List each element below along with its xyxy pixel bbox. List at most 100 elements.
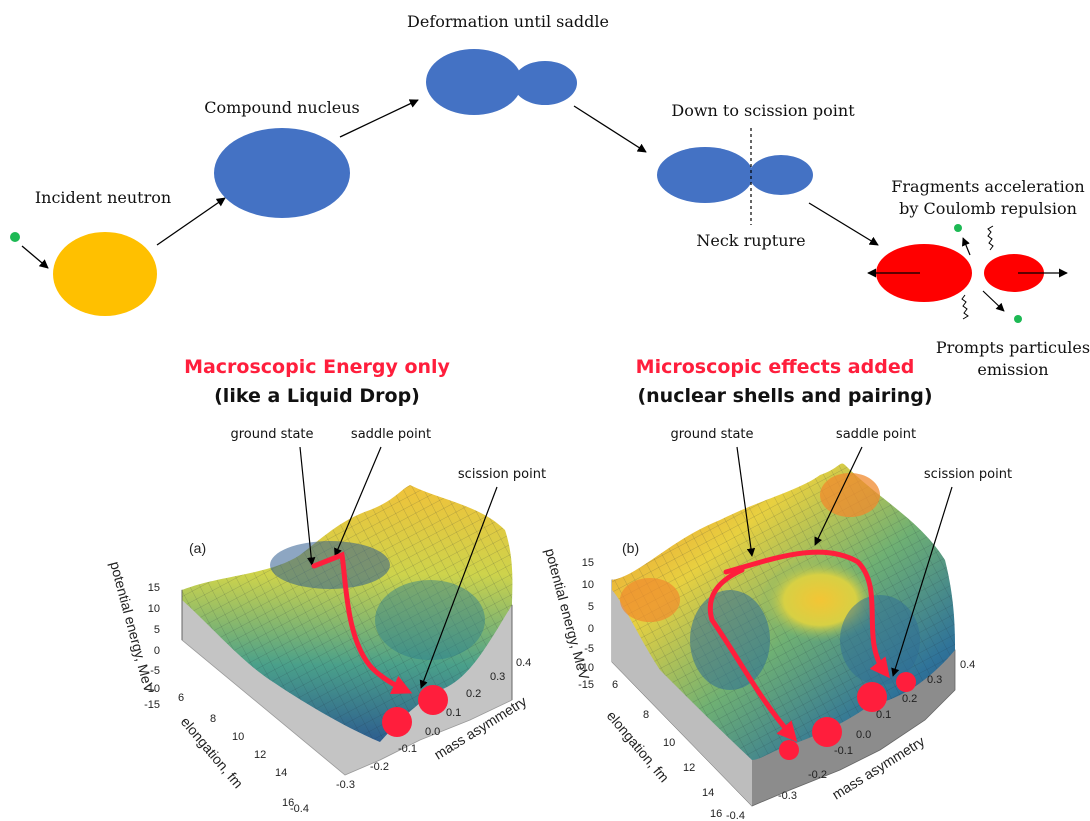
scission-shape-large bbox=[657, 147, 753, 203]
z-tick: 5 bbox=[588, 601, 594, 613]
panel-a-scission-point-label: scission point bbox=[458, 467, 546, 482]
panel-b-x-ticks: 6 8 10 12 14 16 bbox=[612, 679, 722, 820]
z-tick: 0 bbox=[588, 623, 594, 635]
panel-a-ground-state-arrow bbox=[299, 446, 316, 566]
heavy-fragment bbox=[876, 244, 972, 302]
panel-b-saddle-point-label: saddle point bbox=[836, 427, 916, 442]
saddle-shape-small bbox=[513, 61, 577, 105]
panel-a-x-axis-label: elongation, fm bbox=[178, 714, 247, 792]
z-tick: 15 bbox=[582, 557, 594, 569]
y-tick: 0.3 bbox=[927, 674, 942, 686]
emitted-neutron-2 bbox=[1014, 315, 1022, 323]
y-tick: 0.4 bbox=[516, 657, 531, 669]
panel-b-y-ticks: 0.4 0.3 0.2 0.1 0.0 -0.1 -0.2 -0.3 -0.4 bbox=[726, 659, 975, 821]
panel-b-title: Microscopic effects added bbox=[636, 356, 915, 378]
panel-a-y-ticks: 0.4 0.3 0.2 0.1 0.0 -0.1 -0.2 -0.3 -0.4 bbox=[290, 657, 531, 815]
y-tick: 0.1 bbox=[446, 707, 461, 719]
panel-a-fragment-1 bbox=[418, 685, 448, 715]
neck-rupture-label: Neck rupture bbox=[696, 231, 805, 250]
x-tick: 10 bbox=[663, 737, 675, 749]
z-tick: -15 bbox=[578, 679, 594, 691]
x-tick: 8 bbox=[210, 713, 216, 725]
panel-b-label: (b) bbox=[622, 540, 639, 556]
z-tick: 10 bbox=[582, 579, 594, 591]
emission-arrow-2 bbox=[982, 290, 1005, 312]
saddle-shape-large bbox=[426, 49, 522, 115]
arrow-to-scission bbox=[573, 105, 647, 153]
y-tick: 0.2 bbox=[902, 693, 917, 705]
panel-b-scission-point-label: scission point bbox=[924, 467, 1012, 482]
deformation-label: Deformation until saddle bbox=[407, 12, 609, 31]
y-tick: -0.3 bbox=[336, 779, 355, 791]
panel-a-x-ticks: 6 8 10 12 14 16 bbox=[178, 692, 294, 809]
x-tick: 12 bbox=[683, 762, 695, 774]
panel-b-saddle-point-arrow bbox=[814, 446, 863, 546]
y-tick: 0.0 bbox=[856, 729, 871, 741]
panel-a-subtitle: (like a Liquid Drop) bbox=[214, 385, 420, 407]
z-tick: -15 bbox=[144, 699, 160, 711]
prompts-label-2: emission bbox=[977, 360, 1048, 379]
y-tick: 0.0 bbox=[425, 726, 440, 738]
x-tick: 16 bbox=[710, 808, 722, 820]
panel-b-subtitle: (nuclear shells and pairing) bbox=[637, 385, 932, 407]
target-nucleus bbox=[53, 232, 157, 316]
y-tick: -0.4 bbox=[290, 803, 309, 815]
panel-b-ground-state-label: ground state bbox=[670, 427, 753, 442]
fragments-label-2: by Coulomb repulsion bbox=[899, 199, 1077, 218]
y-tick: -0.4 bbox=[726, 810, 745, 821]
panel-b-fission-path-asym bbox=[723, 549, 890, 679]
panel-b-fragment-3 bbox=[812, 717, 842, 747]
panel-a-label: (a) bbox=[189, 540, 206, 556]
neutron-arrow bbox=[21, 245, 49, 269]
z-tick: -5 bbox=[584, 643, 594, 655]
x-tick: 12 bbox=[254, 749, 266, 761]
x-tick: 10 bbox=[232, 731, 244, 743]
emitted-neutron-1 bbox=[954, 224, 962, 232]
y-tick: -0.2 bbox=[808, 769, 827, 781]
y-tick: 0.3 bbox=[490, 671, 505, 683]
emission-arrow-1 bbox=[961, 237, 971, 256]
scission-shape-small bbox=[749, 155, 813, 195]
arrow-to-saddle bbox=[339, 99, 419, 138]
light-fragment bbox=[984, 254, 1044, 292]
panel-b-ground-state-arrow bbox=[736, 446, 756, 557]
y-tick: 0.2 bbox=[466, 688, 481, 700]
z-tick: 5 bbox=[154, 624, 160, 636]
panel-b-z-ticks: 15 10 5 0 -5 -10 -15 bbox=[578, 557, 594, 691]
panel-a-fission-path bbox=[311, 551, 413, 695]
panel-a-saddle-point-arrow bbox=[334, 446, 382, 557]
gamma-ray-1 bbox=[987, 225, 994, 251]
z-tick: 15 bbox=[148, 582, 160, 594]
x-tick: 6 bbox=[612, 679, 618, 691]
z-tick: 10 bbox=[148, 603, 160, 615]
arrow-to-compound bbox=[156, 197, 226, 246]
panel-b-fission-path-asym-mirror bbox=[707, 567, 798, 742]
prompts-label-1: Prompts particules bbox=[936, 338, 1090, 357]
x-tick: 8 bbox=[643, 709, 649, 721]
z-tick: 0 bbox=[154, 645, 160, 657]
panel-b-fragment-1 bbox=[857, 682, 887, 712]
arrow-to-fragments bbox=[808, 202, 879, 246]
panel-b-fragment-2 bbox=[896, 672, 916, 692]
gamma-ray-2 bbox=[961, 294, 969, 320]
panel-a-z-ticks: 15 10 5 0 -5 -10 -15 bbox=[144, 582, 160, 711]
fragments-label-1: Fragments acceleration bbox=[891, 177, 1084, 196]
panel-b-scission-point-arrow bbox=[891, 486, 953, 677]
y-tick: 0.1 bbox=[876, 709, 891, 721]
panel-a-ground-state-label: ground state bbox=[230, 427, 313, 442]
x-tick: 6 bbox=[178, 692, 184, 704]
x-tick: 14 bbox=[702, 787, 714, 799]
compound-nucleus bbox=[214, 128, 350, 218]
y-tick: -0.1 bbox=[398, 743, 417, 755]
z-tick: -5 bbox=[150, 665, 160, 677]
y-tick: 0.4 bbox=[960, 659, 975, 671]
y-tick: -0.2 bbox=[370, 761, 389, 773]
panel-b-fragment-4 bbox=[779, 740, 799, 760]
z-tick: -10 bbox=[578, 662, 594, 674]
panel-a-fragment-2 bbox=[382, 707, 412, 737]
incident-neutron-label: Incident neutron bbox=[35, 188, 171, 207]
panel-a-scission-point-arrow bbox=[419, 486, 498, 689]
x-tick: 14 bbox=[275, 767, 287, 779]
down-to-scission-label: Down to scission point bbox=[671, 101, 855, 120]
